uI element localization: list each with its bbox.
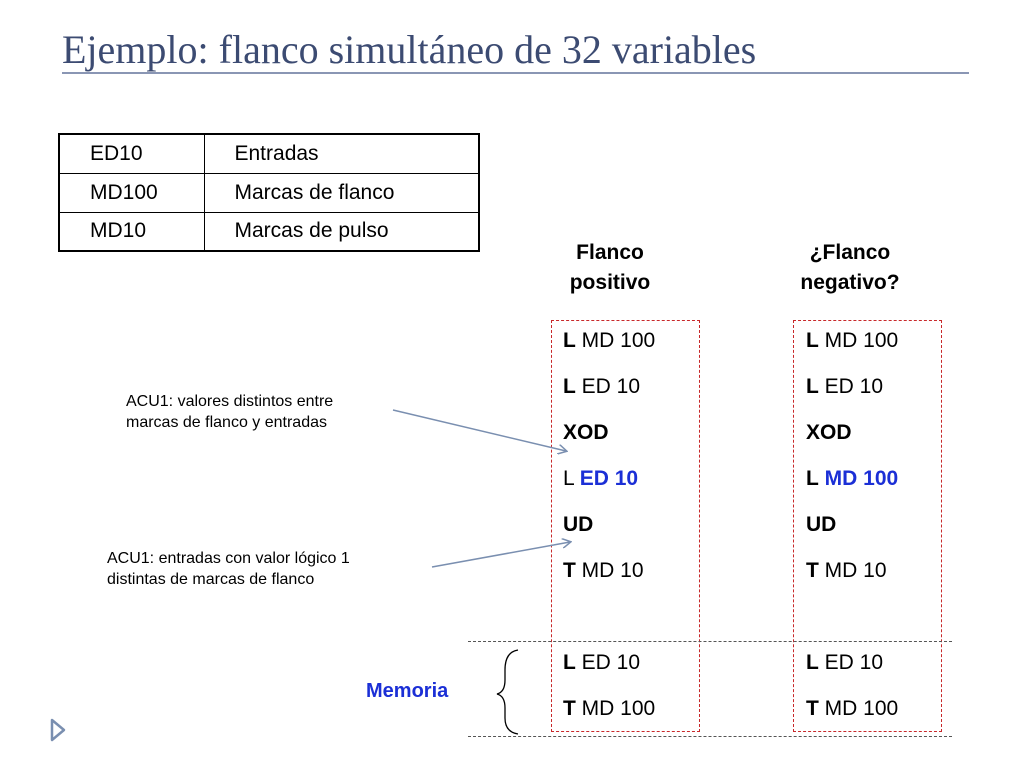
table-row: MD10 Marcas de pulso	[58, 211, 480, 252]
memory-separator-bottom	[468, 736, 952, 737]
negative-heading-line2: negativo?	[800, 271, 900, 294]
title-underline	[62, 72, 969, 74]
negative-code-line: UD	[806, 513, 837, 536]
negative-heading-line1: ¿Flanco	[809, 241, 891, 264]
arrow-xor	[392, 409, 566, 451]
positive-heading-line1: Flanco	[576, 241, 644, 264]
table-cell-code: MD10	[58, 211, 205, 252]
table-cell-desc: Marcas de pulso	[203, 211, 480, 252]
annotation-xor: ACU1: valores distintos entre marcas de …	[126, 393, 334, 431]
bullet-triangle-icon	[50, 718, 66, 742]
negative-code-line: L MD 100	[806, 329, 899, 352]
positive-code-line: T MD 10	[563, 559, 644, 582]
positive-heading-line2: positivo	[569, 271, 651, 294]
positive-code-line: UD	[563, 513, 594, 536]
negative-code-line: T MD 10	[806, 559, 887, 582]
negative-code-line: L ED 10	[806, 375, 884, 398]
positive-code-line: L ED 10	[563, 467, 639, 490]
variables-table: ED10 Entradas MD100 Marcas de flanco MD1…	[58, 133, 480, 252]
positive-code-line: L MD 100	[563, 329, 656, 352]
negative-code-line: T MD 100	[806, 697, 899, 720]
positive-code-line: L ED 10	[563, 375, 641, 398]
positive-code-line: T MD 100	[563, 697, 656, 720]
negative-code-line: L ED 10	[806, 651, 884, 674]
memory-brace	[496, 649, 519, 735]
slide-title: Ejemplo: flanco simultáneo de 32 variabl…	[62, 27, 757, 72]
table-row: ED10 Entradas	[58, 133, 480, 174]
annotation-and: ACU1: entradas con valor lógico 1 distin…	[107, 550, 350, 588]
positive-code-line: L ED 10	[563, 651, 641, 674]
table-cell-desc: Marcas de flanco	[203, 172, 480, 213]
table-row: MD100 Marcas de flanco	[58, 172, 480, 213]
positive-heading: Flanco positivo	[540, 238, 680, 298]
positive-code-box	[551, 320, 700, 732]
negative-code-line: XOD	[806, 421, 852, 444]
positive-code-line: XOD	[563, 421, 609, 444]
arrow-and	[431, 542, 570, 568]
table-cell-desc: Entradas	[203, 133, 480, 174]
memory-separator-top	[468, 641, 952, 642]
negative-code-line: L MD 100	[806, 467, 899, 490]
negative-heading: ¿Flanco negativo?	[780, 238, 920, 298]
negative-code-box	[793, 320, 942, 732]
memoria-label: Memoria	[366, 680, 449, 702]
